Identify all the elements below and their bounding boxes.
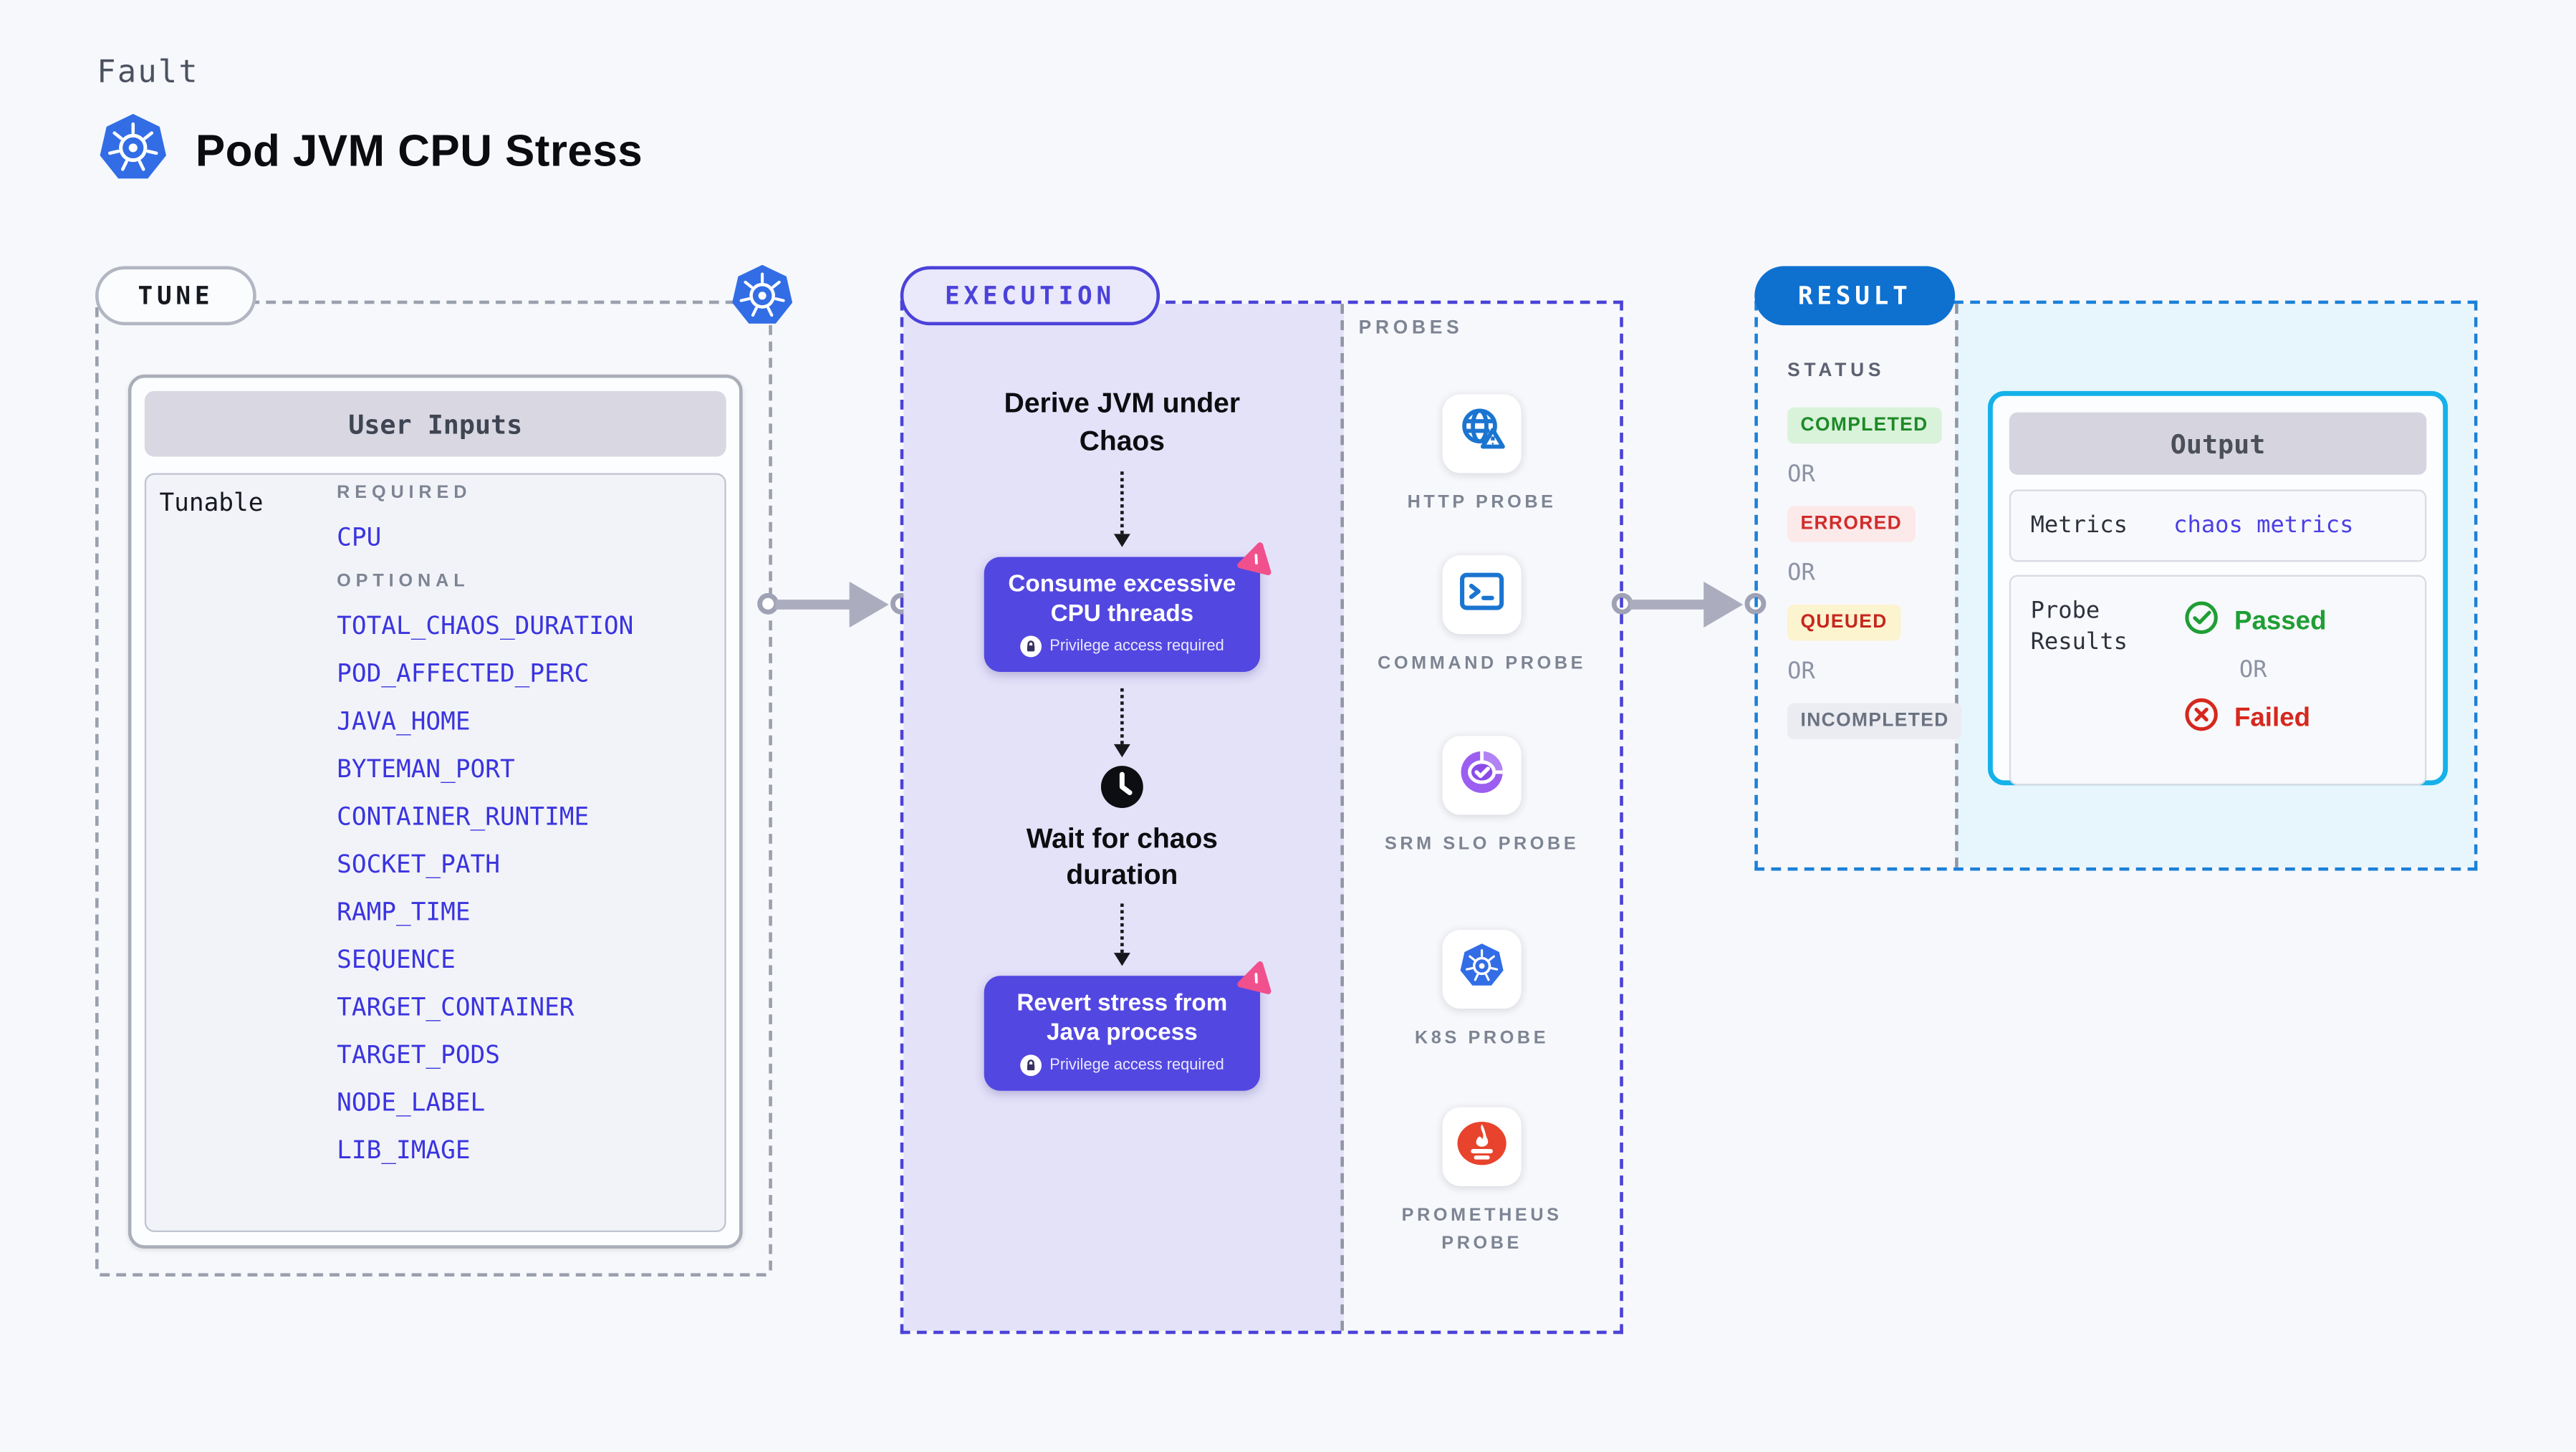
fault-kicker: Fault — [97, 54, 199, 91]
step-consume-label: Consume excessive CPU threads — [1008, 571, 1236, 628]
srm-slo-probe-card — [1442, 736, 1522, 815]
metrics-row: Metrics chaos metrics — [2009, 489, 2427, 562]
metrics-label: Metrics — [2030, 512, 2128, 539]
privilege-note-label: Privilege access required — [1049, 1057, 1224, 1075]
user-inputs-title: User Inputs — [144, 390, 726, 457]
tune-to-execution-arrow — [757, 581, 912, 628]
required-label: REQUIRED — [337, 483, 472, 503]
passed-line: Passed — [2183, 600, 2327, 644]
metrics-value-link[interactable]: chaos metrics — [2173, 512, 2354, 539]
probes-to-result-arrow — [1611, 581, 1767, 628]
probe-item: HTTP PROBE — [1367, 394, 1597, 517]
http-probe-card — [1442, 394, 1522, 473]
output-title: Output — [2009, 412, 2427, 475]
param-link[interactable]: TARGET_PODS — [337, 1039, 500, 1069]
probe-results-values: Passed OR Failed — [2183, 600, 2327, 741]
lock-icon — [1020, 636, 1042, 658]
step-consume-box: Consume excessive CPU threads Privilege … — [984, 542, 1272, 672]
probes-heading: PROBES — [1358, 318, 1464, 339]
tunable-label: Tunable — [159, 488, 264, 518]
prometheus-icon — [1454, 1115, 1510, 1178]
execution-section-box: Derive JVM under Chaos Consume excessive… — [900, 300, 1623, 1335]
arrow-head — [849, 581, 889, 628]
status-badge: QUEUED — [1787, 604, 1900, 641]
param-link[interactable]: SEQUENCE — [337, 944, 456, 974]
kubernetes-icon — [1454, 937, 1510, 1001]
probe-item: COMMAND PROBE — [1367, 555, 1597, 678]
or-label: OR — [2239, 657, 2267, 684]
probe-label: PROMETHEUS PROBE — [1401, 1206, 1562, 1254]
kubernetes-icon — [97, 112, 169, 192]
status-heading: STATUS — [1787, 361, 1885, 382]
or-label: OR — [1787, 658, 1815, 686]
privilege-note: Privilege access required — [1020, 636, 1224, 658]
command-probe-card — [1442, 555, 1522, 635]
param-link[interactable]: CPU — [337, 522, 382, 552]
probe-label: COMMAND PROBE — [1378, 653, 1587, 674]
down-arrow — [1113, 903, 1130, 966]
param-link[interactable]: BYTEMAN_PORT — [337, 754, 515, 784]
param-link[interactable]: SOCKET_PATH — [337, 849, 500, 879]
probe-label: K8S PROBE — [1415, 1028, 1549, 1049]
chaos-spark-icon — [1237, 540, 1274, 585]
step-wait: Wait for chaos duration — [1026, 822, 1218, 890]
status-badge: ERRORED — [1787, 506, 1916, 542]
step-revert-label: Revert stress from Java process — [1017, 991, 1228, 1047]
globe-alert-icon — [1456, 403, 1508, 464]
status-list: COMPLETED OR ERRORED OR QUEUED OR INCOMP… — [1787, 407, 1962, 740]
title-row: Pod JVM CPU Stress — [97, 112, 643, 192]
step-revert-box: Revert stress from Java process Privileg… — [984, 961, 1272, 1091]
param-link[interactable]: TOTAL_CHAOS_DURATION — [337, 611, 634, 641]
output-card: Output Metrics chaos metrics Probe Resul… — [1987, 390, 2448, 786]
down-arrow — [1113, 688, 1130, 757]
probe-item: SRM SLO PROBE — [1367, 736, 1597, 859]
status-badge: INCOMPLETED — [1787, 703, 1962, 740]
param-link[interactable]: RAMP_TIME — [337, 897, 471, 927]
privilege-note: Privilege access required — [1020, 1055, 1224, 1077]
execution-badge: EXECUTION — [900, 266, 1160, 326]
param-link[interactable]: TARGET_CONTAINER — [337, 992, 575, 1022]
or-label: OR — [1787, 461, 1815, 489]
user-inputs-panel — [144, 473, 726, 1233]
failed-label: Failed — [2234, 703, 2311, 732]
arrow-shaft — [775, 600, 853, 610]
param-link[interactable]: CONTAINER_RUNTIME — [337, 802, 590, 832]
parameter-list: REQUIRED CPU OPTIONAL TOTAL_CHAOS_DURATI… — [337, 483, 633, 1163]
or-label: OR — [1787, 560, 1815, 587]
result-badge: RESULT — [1754, 266, 1956, 326]
slo-pie-icon — [1456, 745, 1508, 806]
probe-label: HTTP PROBE — [1407, 493, 1557, 513]
failed-line: Failed — [2183, 696, 2327, 741]
param-link[interactable]: NODE_LABEL — [337, 1087, 486, 1117]
kubernetes-icon — [729, 263, 795, 337]
tune-section-box — [95, 300, 772, 1276]
param-link[interactable]: LIB_IMAGE — [337, 1135, 471, 1165]
param-link[interactable]: JAVA_HOME — [337, 706, 471, 736]
step-derive: Derive JVM under Chaos — [1004, 388, 1241, 457]
optional-label: OPTIONAL — [337, 572, 470, 592]
probe-item: PROMETHEUS PROBE — [1367, 1107, 1597, 1259]
clock-icon — [1099, 764, 1145, 809]
lock-icon — [1020, 1055, 1042, 1077]
param-link[interactable]: POD_AFFECTED_PERC — [337, 658, 590, 688]
terminal-icon — [1456, 564, 1508, 625]
status-badge: COMPLETED — [1787, 407, 1941, 444]
probe-results-label: Probe Results — [2030, 597, 2128, 655]
check-circle-icon — [2183, 600, 2219, 644]
chaos-spark-icon — [1237, 959, 1274, 1004]
probe-label: SRM SLO PROBE — [1384, 835, 1580, 855]
down-arrow — [1113, 471, 1130, 547]
x-circle-icon — [2183, 696, 2219, 741]
privilege-note-label: Privilege access required — [1049, 638, 1224, 656]
execution-flow-panel: Derive JVM under Chaos Consume excessive… — [903, 304, 1344, 1331]
tune-badge: TUNE — [95, 266, 256, 326]
prometheus-probe-card — [1442, 1107, 1522, 1186]
arrow-shaft — [1630, 600, 1707, 610]
probe-item: K8S PROBE — [1367, 930, 1597, 1053]
probe-results-row: Probe Results Passed OR — [2009, 574, 2427, 786]
passed-label: Passed — [2234, 607, 2327, 635]
k8s-probe-card — [1442, 930, 1522, 1009]
page-title: Pod JVM CPU Stress — [195, 126, 643, 176]
arrow-head — [1703, 581, 1744, 628]
